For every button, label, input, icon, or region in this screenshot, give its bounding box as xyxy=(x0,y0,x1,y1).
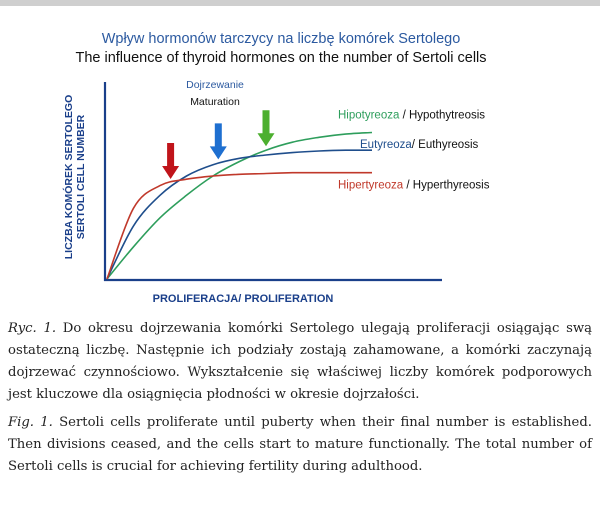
y-axis-label-pl: LICZBA KOMÓREK SERTOLEGO xyxy=(62,95,75,260)
caption-pl-text: Do okresu dojrzewania komórki Sertolego … xyxy=(8,321,592,402)
series-line-hypothytreosis xyxy=(106,131,373,280)
chart-figure: Wpływ hormonów tarczycy na liczbę komóre… xyxy=(62,31,490,305)
series-line-hyperthyreosis xyxy=(106,171,372,280)
caption-en-text: Sertoli cells proliferate until puberty … xyxy=(8,415,592,474)
series-line-euthyreosis xyxy=(106,149,373,280)
maturation-arrows xyxy=(162,110,275,179)
top-rule xyxy=(0,0,600,6)
caption-pl-label: Ryc. 1. xyxy=(8,321,57,336)
caption-en-label: Fig. 1. xyxy=(8,415,53,430)
x-axis-label: PROLIFERACJA/ PROLIFERATION xyxy=(153,293,334,305)
maturation-arrow-hyperthyreosis xyxy=(162,143,180,179)
caption-en: Fig. 1. Sertoli cells proliferate until … xyxy=(8,412,592,478)
maturation-arrow-hypothytreosis xyxy=(257,110,275,147)
y-axis-label-en: SERTOLI CELL NUMBER xyxy=(75,114,87,239)
caption-pl: Ryc. 1. Do okresu dojrzewania komórki Se… xyxy=(8,318,592,406)
series-lines xyxy=(106,131,373,280)
maturation-arrow-euthyreosis xyxy=(209,123,227,160)
series-label-hypothytreosis: Hipotyreoza / Hypothytreosis xyxy=(338,110,485,122)
series-label-euthyreosis: Eutyreoza/ Euthyreosis xyxy=(360,139,479,151)
maturation-label-pl: Dojrzewanie xyxy=(186,79,244,91)
chart-title-pl: Wpływ hormonów tarczycy na liczbę komóre… xyxy=(102,31,461,47)
chart-title-en: The influence of thyroid hormones on the… xyxy=(75,50,486,66)
maturation-label-en: Maturation xyxy=(190,96,240,108)
series-label-hyperthyreosis: Hipertyreoza / Hyperthyreosis xyxy=(338,180,490,192)
captions: Ryc. 1. Do okresu dojrzewania komórki Se… xyxy=(8,318,592,484)
